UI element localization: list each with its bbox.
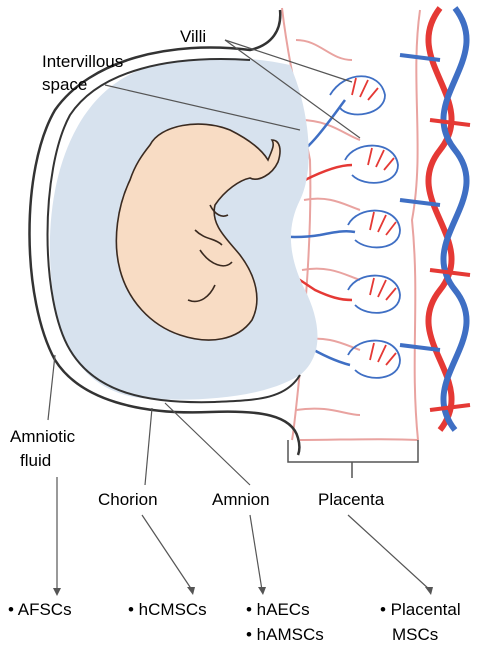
villus (345, 146, 398, 183)
cell-haecs: • hAECs (246, 600, 310, 619)
cell-afscs: • AFSCs (8, 600, 72, 619)
cell-placental-1: • Placental (380, 600, 461, 619)
cell-placental-2: MSCs (392, 625, 438, 644)
villus (348, 276, 400, 313)
pointer-arrowheads (53, 587, 433, 596)
placenta-bracket (288, 440, 418, 478)
villus (348, 341, 400, 378)
label-villi: Villi (180, 27, 206, 46)
label-chorion: Chorion (98, 490, 158, 509)
label-intervillous-space-2: space (42, 75, 87, 94)
label-amnion: Amnion (212, 490, 270, 509)
maternal-artery (428, 8, 451, 430)
label-amniotic-fluid-1: Amniotic (10, 427, 76, 446)
chorionic-villi (330, 76, 400, 378)
cell-hcmscs: • hCMSCs (128, 600, 207, 619)
maternal-vein (443, 8, 466, 430)
villus (348, 211, 400, 248)
label-placenta: Placenta (318, 490, 385, 509)
label-intervillous-space-1: Intervillous (42, 52, 123, 71)
label-amniotic-fluid-2: fluid (20, 451, 51, 470)
cell-hamscs: • hAMSCs (246, 625, 324, 644)
